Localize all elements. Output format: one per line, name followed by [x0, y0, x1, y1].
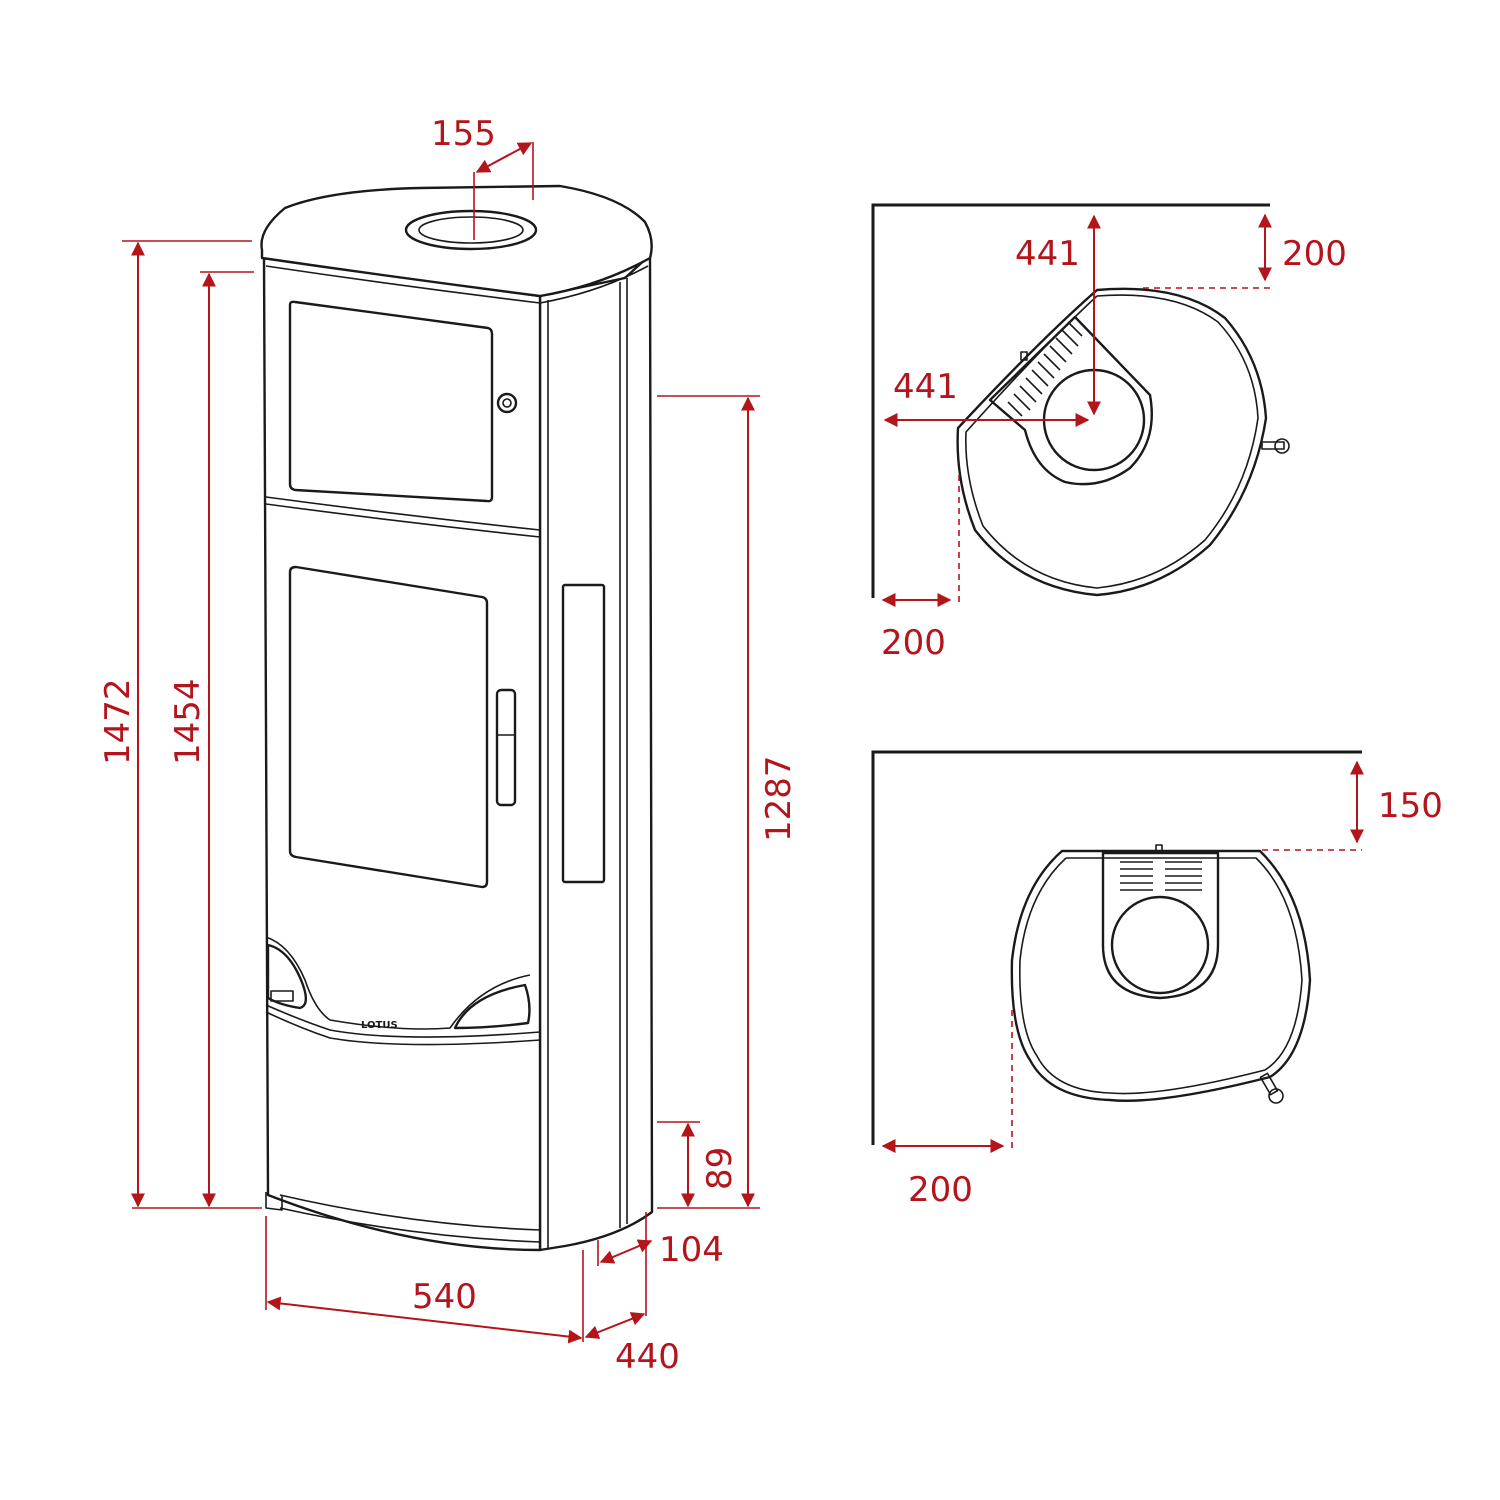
corner-install-plan: 200 441 441 200: [871, 203, 1347, 663]
fire-door-glass: [288, 565, 489, 889]
corner-side-clearance-label: 200: [881, 623, 946, 663]
corner-rear-clearance-label: 200: [1282, 234, 1347, 274]
door-separator: [265, 503, 541, 538]
corner-sensor: [1020, 351, 1028, 361]
corner-vent-slots: [1007, 321, 1083, 417]
plinth-line: [279, 1194, 541, 1231]
air-control-right: [453, 983, 531, 1030]
wall-lines: [871, 750, 1362, 1145]
flue-outlet-ring: [404, 209, 538, 251]
door-separator: [265, 496, 541, 531]
wall-flue-pipe: [1110, 895, 1210, 995]
wall-stove-top: [1019, 857, 1303, 1095]
wall-side-clearance-label: 200: [908, 1170, 973, 1210]
wall-vent-slots: [1120, 861, 1202, 891]
upper-door: [288, 300, 494, 503]
brand-logo: LOTUS: [361, 1020, 398, 1031]
upper-door-knob: [496, 392, 518, 414]
plinth-foot: [265, 1192, 283, 1211]
air-inlet-depth-line: [599, 1239, 653, 1264]
wall-sensor: [1155, 844, 1163, 853]
stove-side-panel: [538, 253, 654, 1252]
ash-band-bottom: [265, 1004, 541, 1038]
plinth-line: [279, 1207, 541, 1243]
width-label: 540: [412, 1277, 477, 1317]
corner-knob-icon: [1261, 438, 1290, 454]
wall-flue-collar: [1101, 851, 1220, 1000]
top-height-label: 1454: [168, 678, 208, 765]
corner-stove-top: [965, 294, 1259, 589]
corner-stove-outline: [956, 287, 1268, 597]
side-window: [561, 583, 606, 884]
depth-line: [584, 1312, 646, 1339]
wall-knob-icon: [1259, 1072, 1284, 1104]
wall-stove-outline: [1010, 849, 1312, 1102]
depth-label: 440: [615, 1337, 680, 1377]
flue-outlet-inner: [418, 216, 524, 244]
ash-band-bottom: [265, 1011, 541, 1046]
top-lid-edge: [261, 257, 651, 297]
stove-front-view: LOTUS: [260, 184, 654, 1252]
air-inlet-height-label: 89: [700, 1147, 740, 1190]
upper-door-knob-inner: [502, 398, 512, 408]
corner-flue-side-label: 441: [893, 367, 958, 407]
flue-center-height-label: 1287: [759, 755, 799, 842]
air-control-slot: [270, 990, 294, 1002]
corner-walls: [871, 203, 1270, 598]
top-lid-edge: [265, 265, 649, 304]
fire-door-handle: [495, 688, 517, 807]
front-view-dimensions: 155 1472 1454 1287 89 104 540 440: [98, 114, 799, 1377]
air-inlet-depth-label: 104: [659, 1230, 724, 1270]
corner-flue-rear-label: 441: [1015, 234, 1080, 274]
wall-install-plan: 150 200: [871, 750, 1443, 1210]
wall-rear-clearance-label: 150: [1378, 786, 1443, 826]
corner-flue-collar: [988, 315, 1153, 486]
air-control-left: [266, 943, 308, 1010]
total-height-label: 1472: [98, 678, 138, 765]
width-line: [266, 1296, 583, 1344]
ash-band-top: [265, 936, 531, 1030]
flue-offset-label: 155: [431, 114, 496, 154]
flue-offset-line: [475, 142, 533, 173]
